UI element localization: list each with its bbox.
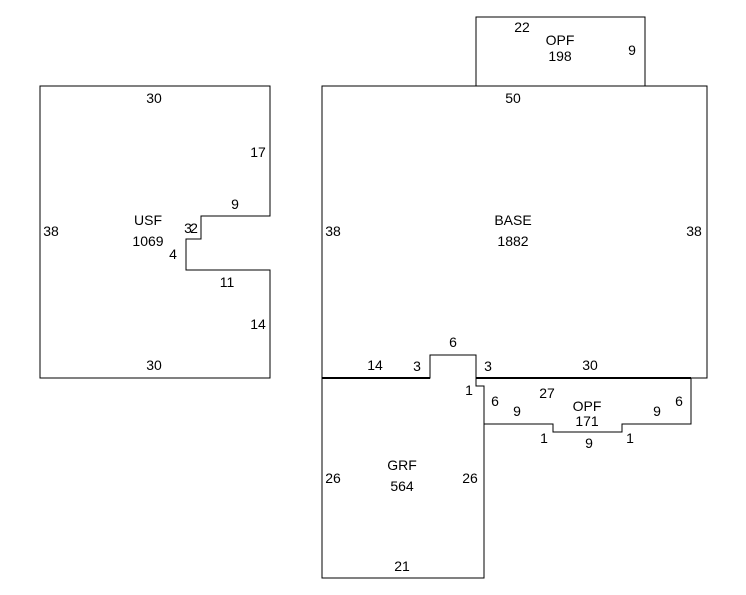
- grf-outline: [321, 378, 485, 579]
- opf-top-name: OPF: [546, 32, 575, 48]
- dim-opf-right-bottom: 9: [585, 435, 593, 451]
- dim-usf-notch-bottom: 11: [220, 274, 235, 290]
- dim-opf-right-top: 27: [539, 385, 555, 401]
- dim-grf-offset: 1: [465, 382, 473, 398]
- dim-base-step-left: 3: [413, 358, 421, 374]
- usf-name: USF: [134, 212, 162, 228]
- dim-base-bottom-left: 14: [367, 357, 383, 373]
- dim-opf-top-height: 9: [628, 42, 636, 58]
- dim-grf-right: 26: [462, 470, 478, 486]
- dim-opf-right-step-right: 1: [626, 430, 634, 446]
- base-value: 1882: [497, 233, 528, 249]
- dim-usf-left: 38: [43, 223, 59, 239]
- dim-usf-top: 30: [146, 90, 162, 106]
- opf-right-outline: [484, 377, 692, 433]
- opf-right-name: OPF: [573, 398, 602, 414]
- dim-usf-notch-a: 3: [184, 220, 192, 236]
- dim-opf-right-slope-left: 9: [513, 403, 521, 419]
- base-outline: [321, 85, 708, 379]
- dim-base-left: 38: [325, 223, 341, 239]
- grf-value: 564: [390, 478, 414, 494]
- dim-base-step-right: 3: [484, 358, 492, 374]
- dim-usf-right-lower: 14: [250, 316, 266, 332]
- opf-right-value: 171: [575, 413, 599, 429]
- dim-opf-top-width: 22: [514, 19, 530, 35]
- dim-usf-notch-b: 2: [190, 220, 198, 236]
- opf-top-value: 198: [548, 48, 572, 64]
- dim-base-top: 50: [505, 90, 521, 106]
- usf-outline: [39, 85, 271, 379]
- dim-opf-right-slope-right: 9: [653, 403, 661, 419]
- base-name: BASE: [494, 212, 531, 228]
- dim-opf-right-left: 6: [491, 393, 499, 409]
- dim-usf-right-upper: 17: [250, 144, 266, 160]
- dim-opf-right-right: 6: [675, 393, 683, 409]
- dim-usf-notch-top: 9: [231, 196, 239, 212]
- usf-value: 1069: [132, 233, 163, 249]
- dim-usf-bottom: 30: [146, 357, 162, 373]
- dim-opf-right-step-left: 1: [540, 430, 548, 446]
- dim-usf-notch-c: 4: [169, 246, 177, 262]
- dim-base-step-top: 6: [449, 334, 457, 350]
- dim-grf-left: 26: [325, 470, 341, 486]
- dim-grf-bottom: 21: [394, 558, 410, 574]
- dim-base-bottom-right: 30: [582, 357, 598, 373]
- grf-name: GRF: [387, 457, 417, 473]
- dim-base-right: 38: [686, 223, 702, 239]
